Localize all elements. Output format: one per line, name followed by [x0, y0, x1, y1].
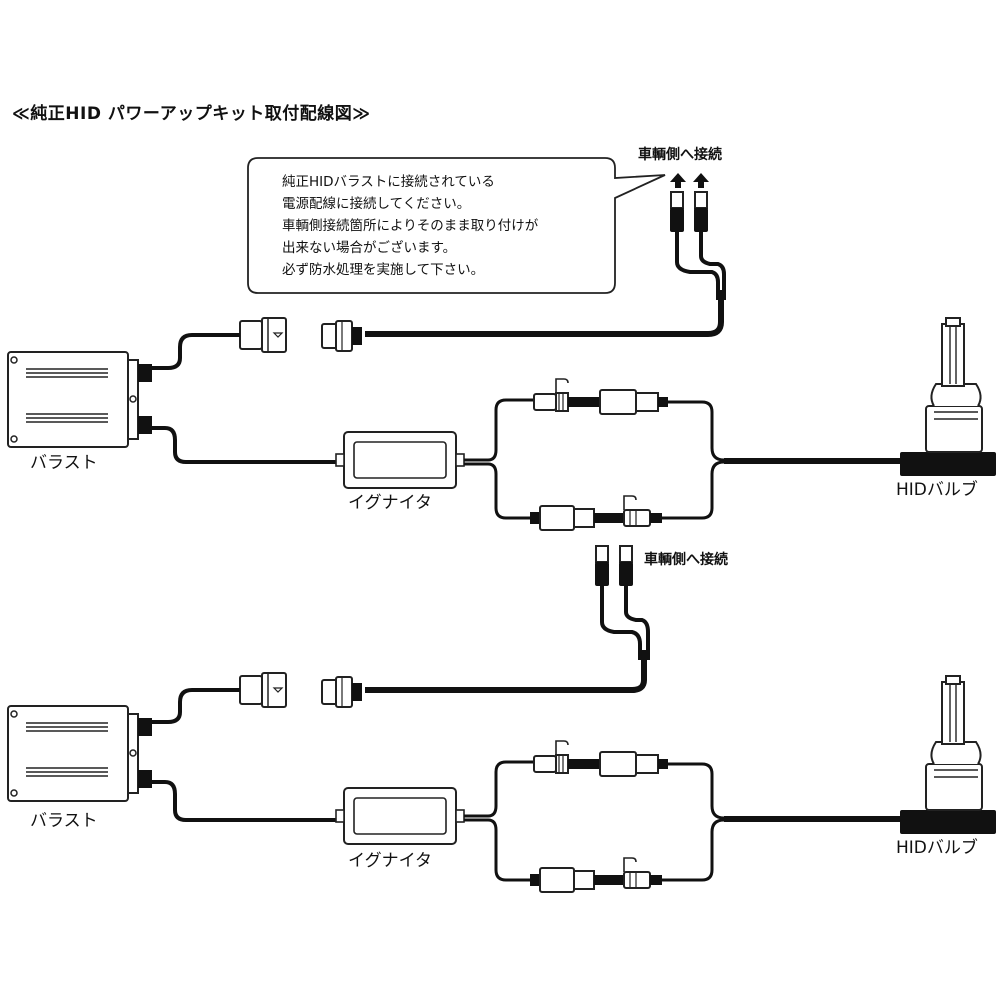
callout-line: 電源配線に接続してください。 [282, 196, 471, 212]
callout-line: 必ず防水処理を実施して下さい。 [282, 262, 485, 278]
callout-line: 出来ない場合がございます。 [282, 240, 457, 256]
vehicle-terminal [669, 191, 685, 233]
power-coupler-kit [321, 320, 363, 352]
igniter-label: イグナイタ [348, 493, 432, 513]
power-coupler-ballast [239, 317, 287, 353]
bulb-connector-upper [533, 740, 579, 774]
callout-line: 車輌側接続箇所によりそのまま取り付けが [282, 218, 539, 234]
up-arrow-icon [670, 173, 686, 188]
hid-bulb-label: HIDバルブ [896, 838, 978, 858]
bulb-connector-lower [529, 505, 605, 531]
vehicle-connection-label: 車輌側へ接続 [644, 552, 728, 568]
bulb-connector-lower [529, 867, 605, 893]
diagram-bottom [7, 545, 997, 893]
bulb-connector-upper [533, 378, 579, 412]
hid-bulb [899, 317, 997, 477]
vehicle-terminal [594, 545, 610, 587]
callout-text: 純正HIDバラストに接続されている 電源配線に接続してください。 車輌側接続箇所… [282, 171, 612, 281]
vehicle-terminal [618, 545, 634, 587]
diagram-title: ≪純正HID パワーアップキット取付配線図≫ [12, 104, 371, 124]
vehicle-terminal [693, 191, 709, 233]
igniter-unit [335, 787, 465, 845]
ballast-label: バラスト [30, 811, 98, 831]
callout-bubble [247, 157, 666, 294]
ballast-unit [7, 705, 153, 802]
igniter-label: イグナイタ [348, 851, 432, 871]
up-arrow-icon [693, 173, 709, 188]
ballast-unit [7, 351, 153, 448]
igniter-unit [335, 431, 465, 489]
power-coupler-ballast [239, 672, 287, 708]
diagram-top [7, 173, 997, 531]
vehicle-connection-label: 車輌側へ接続 [638, 147, 722, 163]
power-coupler-kit [321, 676, 363, 708]
callout-line: 純正HIDバラストに接続されている [282, 174, 495, 190]
hid-bulb-label: HIDバルブ [896, 480, 978, 500]
hid-bulb [899, 675, 997, 835]
ballast-label: バラスト [30, 453, 98, 473]
